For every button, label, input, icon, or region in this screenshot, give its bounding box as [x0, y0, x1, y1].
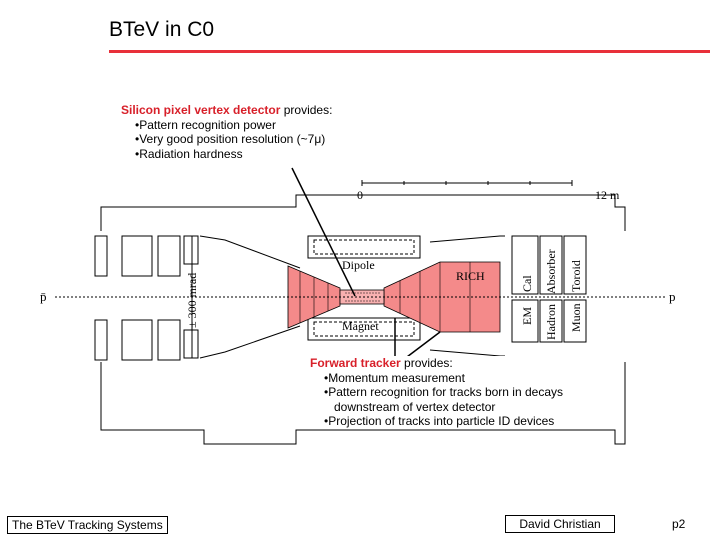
- pixel-callout-bullet: •Radiation hardness: [135, 146, 243, 161]
- muon-label: Muon: [569, 303, 583, 332]
- upstream-element: [157, 235, 181, 277]
- dipole-coil-top: [307, 235, 421, 259]
- em-calorimeter-bottom: [511, 299, 539, 343]
- toroid-top: [563, 235, 587, 295]
- absorber-label: Absorber: [544, 249, 558, 294]
- page-number: p2: [672, 517, 686, 531]
- footer-presentation-title: The BTeV Tracking Systems: [7, 516, 168, 534]
- footer-author: David Christian: [505, 515, 615, 533]
- pixel-callout-bullet: •Pattern recognition power: [135, 117, 276, 132]
- tracker-callout-bullet: •Momentum measurement: [324, 370, 465, 385]
- magnet-label: Magnet: [342, 319, 379, 333]
- forward-tracker-callout: Forward tracker provides: •Momentum meas…: [310, 356, 580, 429]
- upstream-element: [94, 319, 108, 361]
- pixel-detector-callout: Silicon pixel vertex detector provides: …: [121, 103, 341, 161]
- upstream-cone: [199, 325, 301, 359]
- scale-end-label: 12 m: [595, 188, 620, 202]
- muon-bottom: [563, 299, 587, 343]
- tracker-callout-heading: Forward tracker: [310, 356, 401, 370]
- tracker-callout-bullet: •Projection of tracks into particle ID d…: [324, 414, 555, 428]
- hadron-bottom: [539, 299, 563, 343]
- tracker-callout-bullet: •Pattern recognition for tracks born in …: [324, 385, 563, 399]
- upstream-element: [183, 235, 199, 265]
- hall-outline-bottom: [100, 362, 626, 445]
- tracker-callout-bullet: downstream of vertex detector: [334, 399, 496, 414]
- upstream-element: [121, 319, 153, 361]
- dipole-coil-bottom: [307, 317, 421, 341]
- pixel-callout-bullet: •Very good position resolution (~7μ): [135, 132, 326, 146]
- upstream-element: [121, 235, 153, 277]
- pixel-detector: [339, 289, 385, 305]
- rich-outline-top: [429, 235, 505, 243]
- beam-label-right: p: [669, 289, 676, 304]
- upstream-element: [157, 319, 181, 361]
- beam-label-left: p̄: [40, 289, 47, 304]
- em-calorimeter-top: [511, 235, 539, 295]
- hadron-label: Hadron: [544, 304, 558, 340]
- upstream-element: [183, 329, 199, 359]
- dipole-label: Dipole: [342, 258, 375, 272]
- absorber-top: [539, 235, 563, 295]
- pixel-callout-pointer: [291, 167, 356, 297]
- hall-outline-top: [100, 194, 626, 231]
- rich-label: RICH: [456, 269, 485, 283]
- tracker-callout-heading-suffix: provides:: [400, 356, 453, 370]
- scale-start-label: 0: [357, 188, 363, 202]
- page-title: BTeV in C0: [109, 18, 215, 41]
- title-divider: [109, 50, 710, 53]
- angle-label: ± 300 mrad: [185, 273, 199, 328]
- pixel-callout-heading-suffix: provides:: [280, 103, 333, 117]
- toroid-label: Toroid: [569, 260, 583, 292]
- dipole-coil-top-inner: [313, 239, 415, 255]
- upstream-cone: [199, 235, 301, 269]
- pixel-callout-heading: Silicon pixel vertex detector: [121, 103, 281, 117]
- dipole-coil-bottom-inner: [313, 321, 415, 337]
- cal-label: Cal: [520, 275, 534, 292]
- upstream-element: [94, 235, 108, 277]
- em-label: EM: [520, 307, 534, 325]
